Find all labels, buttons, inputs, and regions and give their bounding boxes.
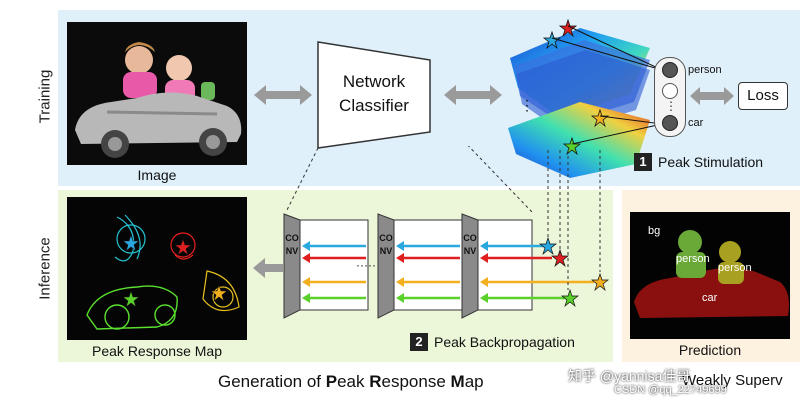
peak-green-inference	[561, 288, 579, 308]
arrow-to-response-map	[253, 258, 283, 278]
step1-number: 1	[634, 153, 652, 171]
training-section-label: Training	[36, 69, 54, 124]
weakly-supervised-label: Weakly Superv	[682, 372, 783, 389]
network-to-conv-dashes	[285, 146, 533, 213]
footer-title-part-3: eak	[337, 372, 370, 391]
conv-backprop-diagram	[283, 213, 609, 319]
peak-green-training	[562, 136, 582, 156]
conv-label-3: CONV	[463, 233, 477, 256]
person-node	[662, 62, 678, 78]
peak-connection-dashes	[547, 150, 601, 290]
footer-title-part-4: R	[369, 372, 382, 391]
conv-label-2: CONV	[379, 233, 393, 256]
peak-red-inference	[551, 248, 569, 268]
peak-yellow-inference	[591, 272, 609, 292]
step2-number: 2	[410, 333, 428, 351]
input-image	[67, 22, 247, 165]
image-caption: Image	[137, 167, 177, 183]
peak-response-map-image	[67, 197, 247, 340]
footer-title-part-6: M	[450, 372, 465, 391]
zhihu-watermark: 知乎 @yannisa佳哥	[568, 368, 691, 384]
peak-blue-training	[542, 30, 562, 50]
footer-title-part-1: Generation of	[218, 372, 326, 391]
car-node	[662, 115, 678, 131]
footer-title-part-2: P	[325, 372, 338, 391]
network-classifier-shape	[317, 41, 431, 149]
csdn-watermark: CSDN @qq_22749699	[614, 384, 727, 396]
arrow-image-to-network	[254, 85, 312, 105]
peak-blue-inference	[539, 236, 557, 256]
class-response-maps: ⋮	[508, 18, 660, 178]
peak-red-training	[558, 18, 578, 38]
step2-label: Peak Backpropagation	[434, 334, 575, 350]
peak-yellow-training	[590, 108, 610, 128]
pred-label-bg: bg	[648, 225, 661, 237]
arrow-network-to-maps	[444, 85, 502, 105]
maps-ellipsis: ⋮	[520, 97, 534, 113]
pred-label-person-1: person	[676, 253, 710, 265]
inference-section-label: Inference	[36, 237, 54, 300]
class-label-car: car	[688, 117, 704, 129]
prediction-image	[630, 212, 790, 339]
network-classifier-label: Network Classifier	[316, 70, 432, 118]
pred-label-car: car	[702, 292, 718, 304]
footer-title-part-7: ap	[464, 372, 484, 391]
prediction-caption: Prediction	[678, 342, 742, 358]
class-label-person: person	[688, 64, 722, 76]
conv-label-1: CONV	[285, 233, 299, 256]
loss-box: Loss	[738, 82, 788, 110]
nodes-ellipsis: ⋮	[665, 99, 677, 113]
network-label-line1: Network	[342, 72, 406, 91]
arrow-nodes-to-loss	[690, 87, 734, 105]
conv-dots: ·····	[356, 258, 376, 272]
footer-title: Generation of Peak Response Map	[218, 372, 484, 392]
step1-label: Peak Stimulation	[658, 154, 764, 170]
network-label-line2: Classifier	[339, 96, 409, 115]
empty-node	[662, 83, 678, 99]
response-map-caption: Peak Response Map	[92, 343, 222, 359]
footer-title-part-5: esponse	[381, 372, 451, 391]
pred-label-person-2: person	[718, 262, 752, 274]
